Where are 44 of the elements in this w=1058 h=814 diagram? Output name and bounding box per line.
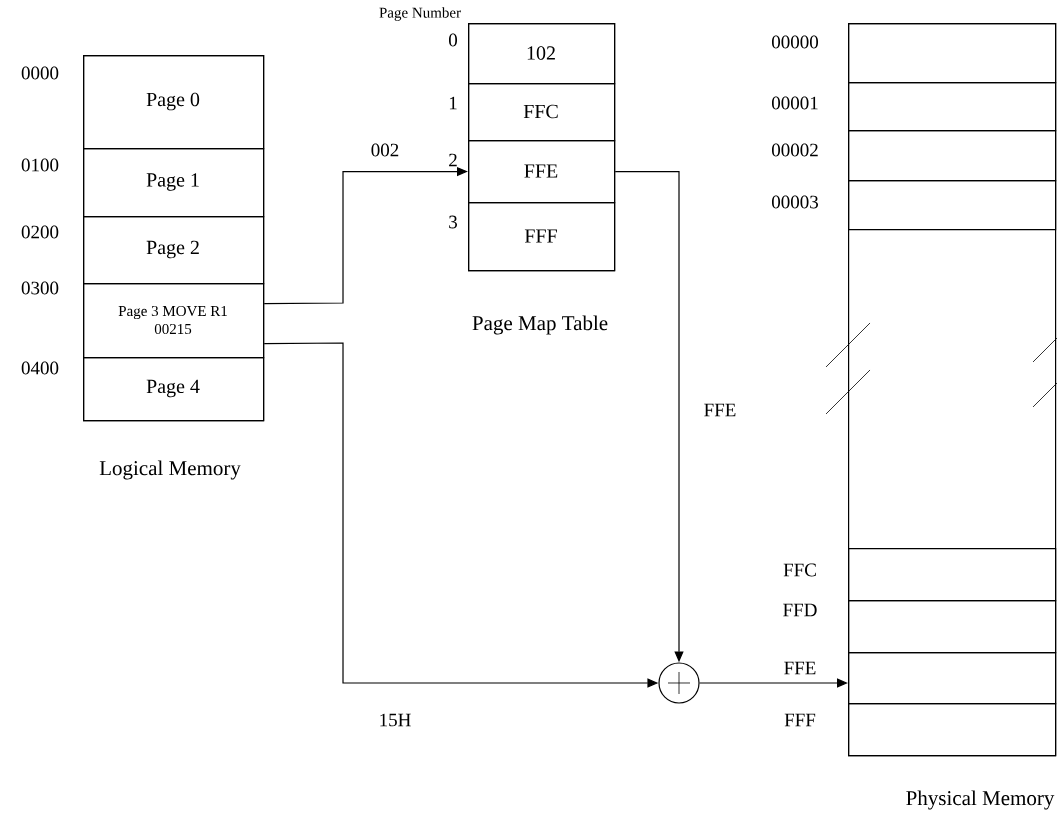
address-label: 0100 (21, 158, 59, 172)
memory-cell: Page 4 (83, 357, 265, 422)
arrow (263, 166, 468, 305)
address-label: FFF (784, 713, 816, 727)
address-label: 0400 (21, 361, 59, 375)
edge-label: 15H (377, 712, 413, 728)
address-label: 0000 (21, 66, 59, 80)
memory-cell: Page 0 (83, 55, 265, 150)
node-label: Logical Memory (99, 460, 241, 480)
memory-cell: Page 1 (83, 148, 265, 218)
address-label: 00002 (771, 143, 818, 157)
node-label: Physical Memory (906, 790, 1055, 810)
address-label: 1 (449, 96, 457, 110)
memory-cell (848, 130, 1057, 182)
adder-circle (658, 662, 700, 704)
node-label: Page Map Table (472, 315, 608, 335)
address-label: 00001 (771, 96, 818, 110)
address-label: 0200 (21, 225, 59, 239)
memory-cell: FFF (468, 202, 616, 272)
address-label: 0 (449, 33, 458, 47)
address-label: 00000 (771, 35, 819, 49)
memory-cell: Page 3 MOVE R1 00215 (83, 283, 265, 359)
memory-cell (848, 703, 1057, 757)
column-heading: Page Number (379, 7, 461, 21)
edge-label: 002 (369, 142, 401, 158)
address-label: 0300 (21, 281, 59, 295)
edge-label: FFE (702, 402, 738, 418)
address-label: 2 (449, 153, 457, 167)
memory-cell (848, 548, 1057, 602)
memory-cell (848, 82, 1057, 132)
memory-column: Physical Memory (848, 23, 1057, 810)
address-label: 3 (449, 215, 457, 229)
memory-cell (848, 600, 1057, 654)
memory-cell (848, 652, 1057, 705)
memory-cell: Page 2 (83, 216, 265, 285)
memory-cell (848, 23, 1057, 84)
memory-cell: 102 (468, 23, 616, 85)
address-label: FFC (783, 563, 816, 577)
address-label: FFD (783, 603, 817, 617)
address-label: FFE (784, 661, 816, 675)
memory-cell: FFE (468, 140, 616, 204)
memory-cell (848, 180, 1057, 231)
memory-cell: FFC (468, 83, 616, 142)
address-label: 00003 (771, 195, 818, 209)
